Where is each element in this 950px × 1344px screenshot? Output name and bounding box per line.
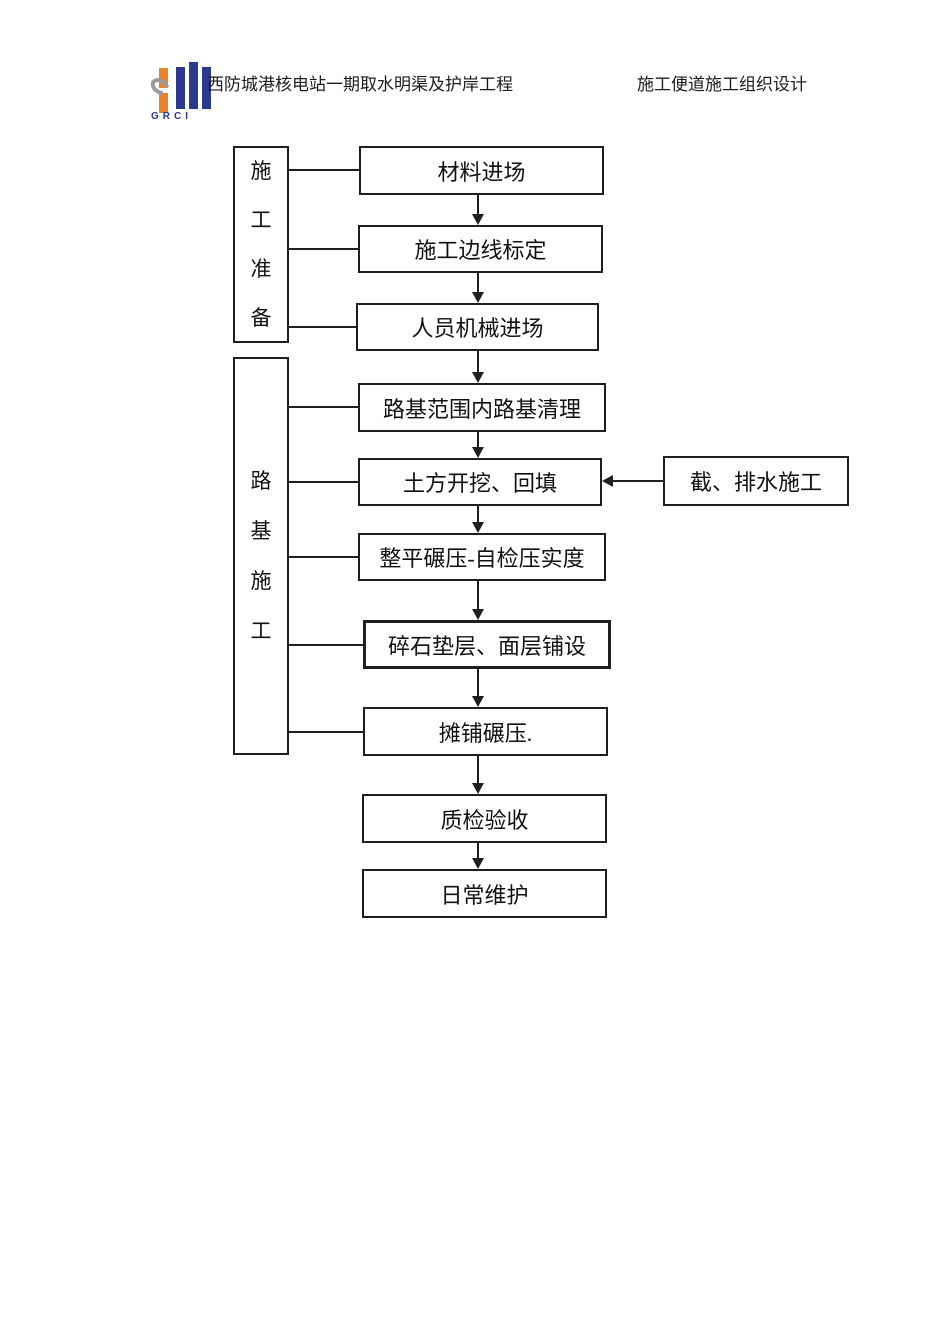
step-materials-entry: 材料进场 xyxy=(359,146,604,195)
arrow-down-head xyxy=(472,214,484,225)
step-gravel-cushion-surface-laying: 碎石垫层、面层铺设 xyxy=(363,620,611,669)
arrow-down xyxy=(477,506,479,522)
step-label: 材料进场 xyxy=(437,159,526,185)
step-paving-rolling: 摊铺碾压. xyxy=(363,707,608,756)
step-boundary-marking: 施工边线标定 xyxy=(358,225,603,273)
logo-orange-bar-top xyxy=(159,68,168,88)
step-drainage-construction: 截、排水施工 xyxy=(663,456,849,506)
arrow-down xyxy=(477,195,479,214)
step-label: 碎石垫层、面层铺设 xyxy=(387,633,586,659)
step-quality-inspection-acceptance: 质检验收 xyxy=(362,794,607,843)
logo-swoosh-icon xyxy=(147,74,173,99)
logo-brand-text: GRCI xyxy=(151,111,192,122)
step-label: 日常维护 xyxy=(440,882,529,908)
step-label: 质检验收 xyxy=(440,807,529,833)
logo-blue-bar xyxy=(189,62,198,109)
step-label: 人员机械进场 xyxy=(411,316,544,341)
arrow-down xyxy=(477,843,479,858)
arrow-down-head xyxy=(472,292,484,303)
arrow-left-head xyxy=(602,475,613,487)
logo-orange-bar-bottom xyxy=(159,93,168,113)
arrow-down-head xyxy=(472,783,484,794)
arrow-down-head xyxy=(472,609,484,620)
arrow-down xyxy=(477,351,479,372)
arrow-down xyxy=(477,581,479,609)
connector-line xyxy=(289,248,358,250)
step-subgrade-clearing: 路基范围内路基清理 xyxy=(358,383,606,432)
connector-line xyxy=(289,406,358,408)
phase-label: 路基施工 xyxy=(250,469,272,643)
logo-blue-bar xyxy=(176,67,185,109)
header-doc-title: 施工便道施工组织设计 xyxy=(637,75,807,94)
phase-label: 施工准备 xyxy=(250,158,272,330)
arrow-down xyxy=(477,669,479,696)
step-earthwork-excavation-backfill: 土方开挖、回填 xyxy=(358,458,602,506)
connector-line xyxy=(289,644,363,646)
step-label: 整平碾压-自检压实度 xyxy=(379,546,585,571)
step-personnel-machinery-entry: 人员机械进场 xyxy=(356,303,599,351)
step-leveling-compaction-check: 整平碾压-自检压实度 xyxy=(358,533,606,581)
arrow-down-head xyxy=(472,447,484,458)
step-label: 土方开挖、回填 xyxy=(402,471,557,496)
connector-line xyxy=(289,556,358,558)
arrow-down-head xyxy=(472,522,484,533)
logo-blue-bar xyxy=(202,67,211,109)
arrow-down xyxy=(477,756,479,783)
connector-line xyxy=(289,731,363,733)
step-label: 截、排水施工 xyxy=(689,470,822,495)
connector-line xyxy=(289,326,356,328)
arrow-down-head xyxy=(472,858,484,869)
arrow-down xyxy=(477,273,479,292)
step-label: 施工边线标定 xyxy=(414,238,547,263)
arrow-down xyxy=(477,432,479,447)
header-project-title: 西防城港核电站一期取水明渠及护岸工程 xyxy=(207,75,513,94)
arrow-down-head xyxy=(472,372,484,383)
company-logo: GRCI xyxy=(147,60,240,128)
arrow-down-head xyxy=(472,696,484,707)
phase-subgrade-construction: 路基施工 xyxy=(233,357,289,755)
phase-construction-preparation: 施工准备 xyxy=(233,146,289,343)
arrow-left xyxy=(612,480,663,482)
connector-line xyxy=(289,481,358,483)
connector-line xyxy=(289,169,359,171)
step-label: 摊铺碾压. xyxy=(438,720,533,746)
step-daily-maintenance: 日常维护 xyxy=(362,869,607,918)
step-label: 路基范围内路基清理 xyxy=(382,396,581,422)
